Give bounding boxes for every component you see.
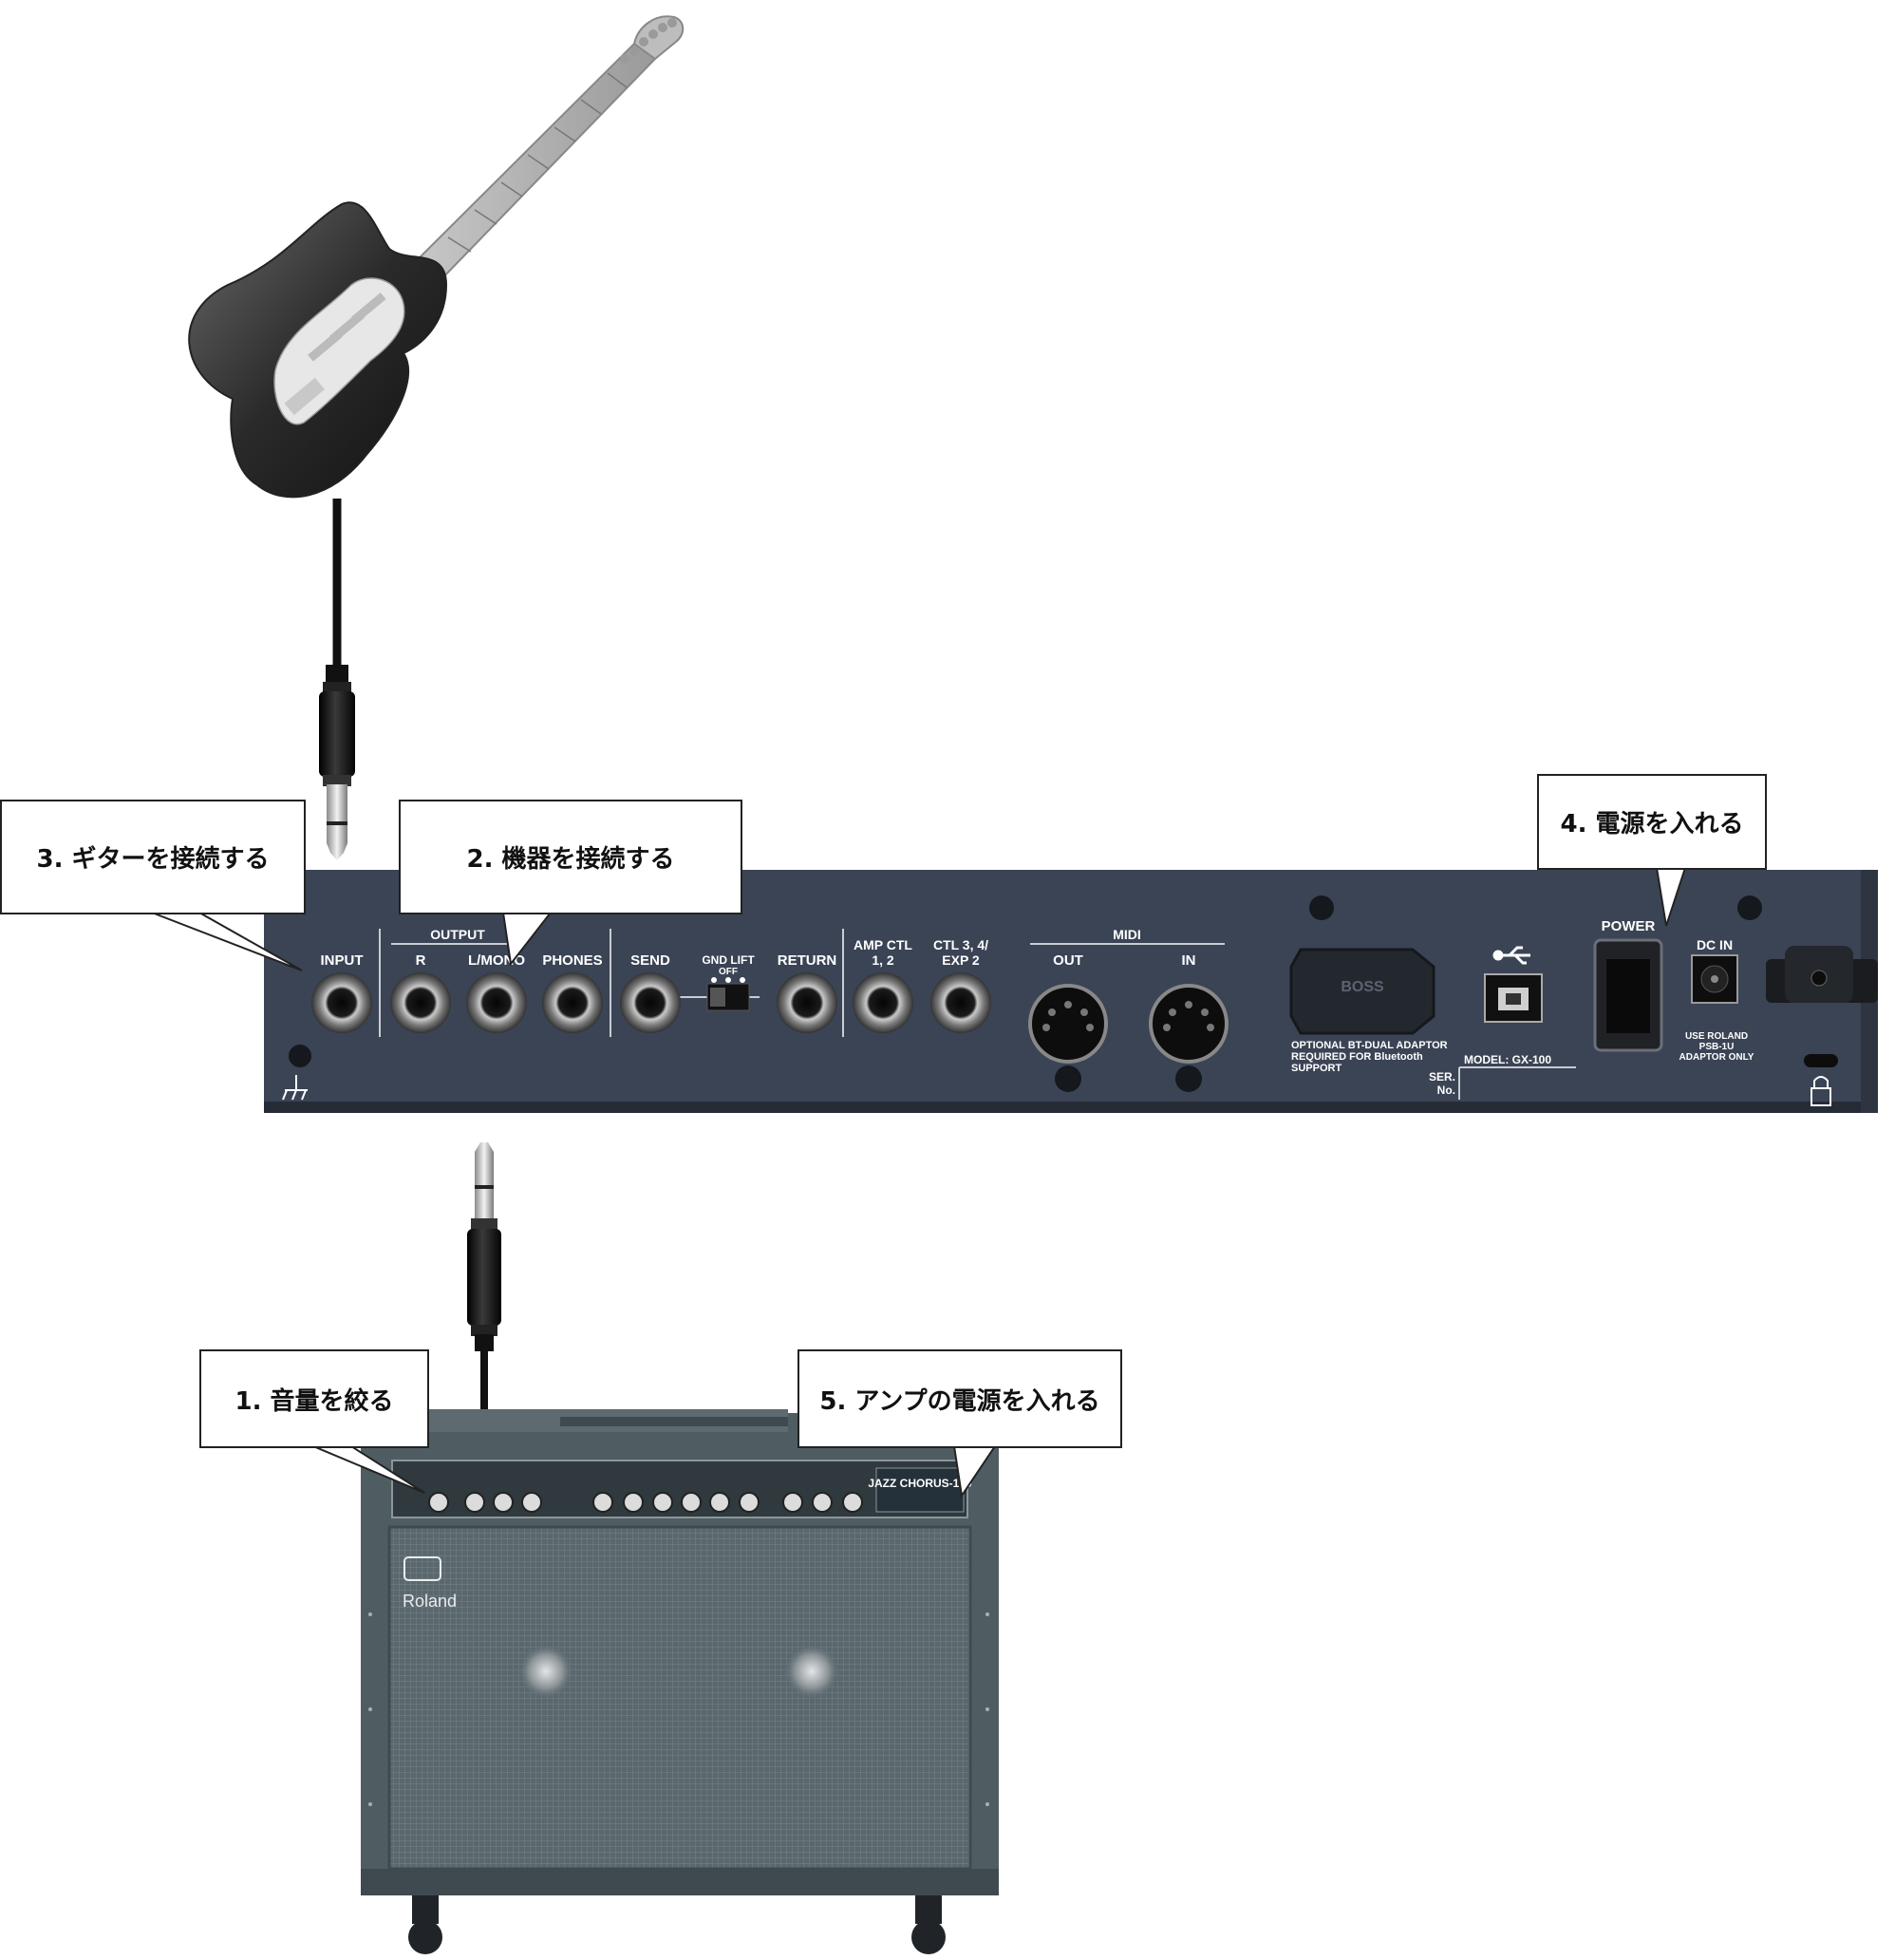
jacks [311,972,991,1033]
label-gnd-lift: GND LIFT [702,953,755,967]
lock-icon [1811,1076,1831,1106]
label-ser-1: SER. [1429,1070,1455,1084]
callout-volume: 1. 音量を絞る [199,1349,429,1448]
amplifier: JAZZ CHORUS-120 Roland [361,1409,999,1954]
label-model: MODEL: GX-100 [1464,1053,1551,1066]
label-power: POWER [1602,918,1656,934]
label-return: RETURN [778,952,837,969]
guitar [188,15,685,499]
amp-knobs [428,1492,863,1513]
power-switch [1593,938,1663,1052]
label-ctl-2: EXP 2 [942,952,980,968]
callout-amp-power: 5. アンプの電源を入れる [797,1349,1122,1448]
usb-icon [1492,946,1530,965]
label-input: INPUT [321,952,364,969]
label-adaptor-1: USE ROLAND [1685,1031,1748,1042]
roland-brand: Roland [403,1592,457,1611]
output-plug [467,1142,501,1351]
label-adaptor-2: PSB-1U [1699,1042,1735,1052]
callout-connect-guitar: 3. ギターを接続する [0,800,306,914]
label-ser-2: No. [1437,1084,1455,1097]
send-jack [620,972,681,1033]
ctl-exp-jack [930,972,991,1033]
security-slot [1804,1054,1838,1067]
label-dc-in: DC IN [1697,937,1733,952]
ground-icon [282,1075,308,1101]
label-send: SEND [630,952,670,969]
amp-model-label: JAZZ CHORUS-120 [868,1477,972,1490]
label-out-r: R [416,952,426,969]
midi-out-jack [1028,984,1108,1064]
output-l-mono-jack [466,972,527,1033]
callout-connect-device: 2. 機器を接続する [399,800,742,914]
boss-logo: BOSS [1341,979,1384,995]
label-phones: PHONES [542,952,602,969]
output-r-jack [390,972,451,1033]
roland-logo [403,1556,441,1581]
label-midi: MIDI [1113,927,1141,942]
label-bt-1: OPTIONAL BT-DUAL ADAPTOR [1291,1040,1448,1051]
dc-in-jack [1691,954,1738,1004]
bt-adaptor-cover [1289,948,1435,1035]
label-gnd-off: OFF [719,967,738,977]
label-amp-ctl-1: AMP CTL [854,937,912,952]
cord-hook [1766,946,1878,1003]
label-amp-ctl-2: 1, 2 [872,952,894,968]
callout-power-on: 4. 電源を入れる [1537,774,1767,870]
speaker-left [517,1643,574,1700]
return-jack [777,972,837,1033]
rear-panel: INPUT OUTPUT R L/MONO PHONES SEND GND LI… [264,870,1878,1113]
label-midi-in: IN [1182,952,1196,969]
speaker-right [783,1643,840,1700]
label-midi-out: OUT [1053,952,1083,969]
phones-jack [542,972,603,1033]
label-bt-2: REQUIRED FOR Bluetooth [1291,1051,1423,1063]
midi-in-jack [1149,984,1229,1064]
guitar-plug [319,665,355,860]
amp-ctl-jack [853,972,913,1033]
label-adaptor-3: ADAPTOR ONLY [1679,1052,1754,1063]
label-output: OUTPUT [430,927,485,942]
label-bt-3: SUPPORT [1291,1063,1342,1074]
label-ctl-1: CTL 3, 4/ [933,937,988,952]
input-jack [311,972,372,1033]
